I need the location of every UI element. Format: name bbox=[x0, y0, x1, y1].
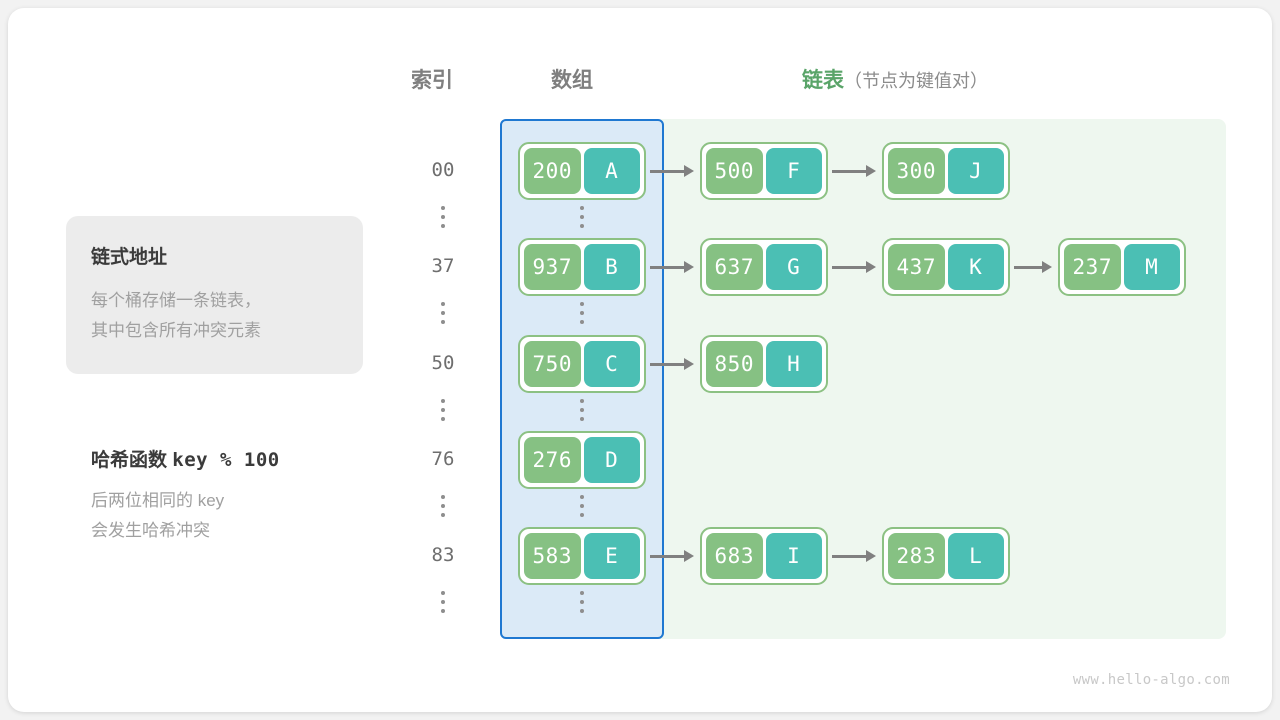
node-value: I bbox=[765, 533, 822, 579]
node-key: 637 bbox=[706, 244, 763, 290]
bucket-index-label: 37 bbox=[431, 255, 455, 277]
next-pointer-arrow bbox=[650, 165, 694, 177]
node-key: 500 bbox=[706, 148, 763, 194]
bucket-index-label: 00 bbox=[431, 159, 455, 181]
bucket-index-label: 50 bbox=[431, 352, 455, 374]
node-key: 200 bbox=[524, 148, 581, 194]
array-ellipsis bbox=[580, 399, 584, 421]
info-card-body: 每个桶存储一条链表， 其中包含所有冲突元素 bbox=[91, 291, 261, 340]
index-ellipsis bbox=[441, 302, 445, 324]
index-ellipsis bbox=[441, 495, 445, 517]
next-pointer-arrow bbox=[650, 550, 694, 562]
array-ellipsis bbox=[580, 591, 584, 613]
hash-function-title: 哈希函数 key % 100 bbox=[91, 445, 280, 472]
node-key: 583 bbox=[524, 533, 581, 579]
index-ellipsis bbox=[441, 399, 445, 421]
hash-function-label: 哈希函数 bbox=[91, 450, 168, 471]
index-ellipsis bbox=[441, 591, 445, 613]
node-value: M bbox=[1123, 244, 1180, 290]
next-pointer-arrow bbox=[650, 358, 694, 370]
array-ellipsis bbox=[580, 206, 584, 228]
node-value: H bbox=[765, 341, 822, 387]
column-header-linked-list: 链表（节点为键值对） bbox=[802, 64, 988, 94]
node-key: 283 bbox=[888, 533, 945, 579]
node-value: K bbox=[947, 244, 1004, 290]
watermark: www.hello-algo.com bbox=[1072, 672, 1230, 688]
hash-function-body: 后两位相同的 key 会发生哈希冲突 bbox=[91, 491, 225, 540]
info-card bbox=[66, 216, 363, 374]
node-value: L bbox=[947, 533, 1004, 579]
node-key: 276 bbox=[524, 437, 581, 483]
bucket-index-label: 83 bbox=[431, 544, 455, 566]
next-pointer-arrow bbox=[832, 261, 876, 273]
bucket-index-label: 76 bbox=[431, 448, 455, 470]
node-key: 300 bbox=[888, 148, 945, 194]
next-pointer-arrow bbox=[832, 550, 876, 562]
index-ellipsis bbox=[441, 206, 445, 228]
node-value: G bbox=[765, 244, 822, 290]
node-value: E bbox=[583, 533, 640, 579]
info-card-title: 链式地址 bbox=[91, 247, 168, 268]
node-value: D bbox=[583, 437, 640, 483]
column-header-linked-list-sub: （节点为键值对） bbox=[844, 71, 988, 91]
node-value: F bbox=[765, 148, 822, 194]
node-key: 237 bbox=[1064, 244, 1121, 290]
node-value: J bbox=[947, 148, 1004, 194]
array-ellipsis bbox=[580, 495, 584, 517]
column-header-linked-list-main: 链表 bbox=[802, 69, 844, 92]
node-key: 750 bbox=[524, 341, 581, 387]
array-ellipsis bbox=[580, 302, 584, 324]
column-header-index: 索引 bbox=[411, 69, 453, 92]
diagram-card: 索引 数组 链表（节点为键值对） 链式地址 每个桶存储一条链表， 其中包含所有冲… bbox=[8, 8, 1272, 712]
node-key: 937 bbox=[524, 244, 581, 290]
node-value: A bbox=[583, 148, 640, 194]
node-value: C bbox=[583, 341, 640, 387]
next-pointer-arrow bbox=[832, 165, 876, 177]
node-key: 850 bbox=[706, 341, 763, 387]
node-value: B bbox=[583, 244, 640, 290]
next-pointer-arrow bbox=[650, 261, 694, 273]
column-header-array: 数组 bbox=[551, 69, 593, 92]
next-pointer-arrow bbox=[1014, 261, 1052, 273]
node-key: 683 bbox=[706, 533, 763, 579]
node-key: 437 bbox=[888, 244, 945, 290]
hash-function-expression: key % 100 bbox=[172, 449, 280, 471]
